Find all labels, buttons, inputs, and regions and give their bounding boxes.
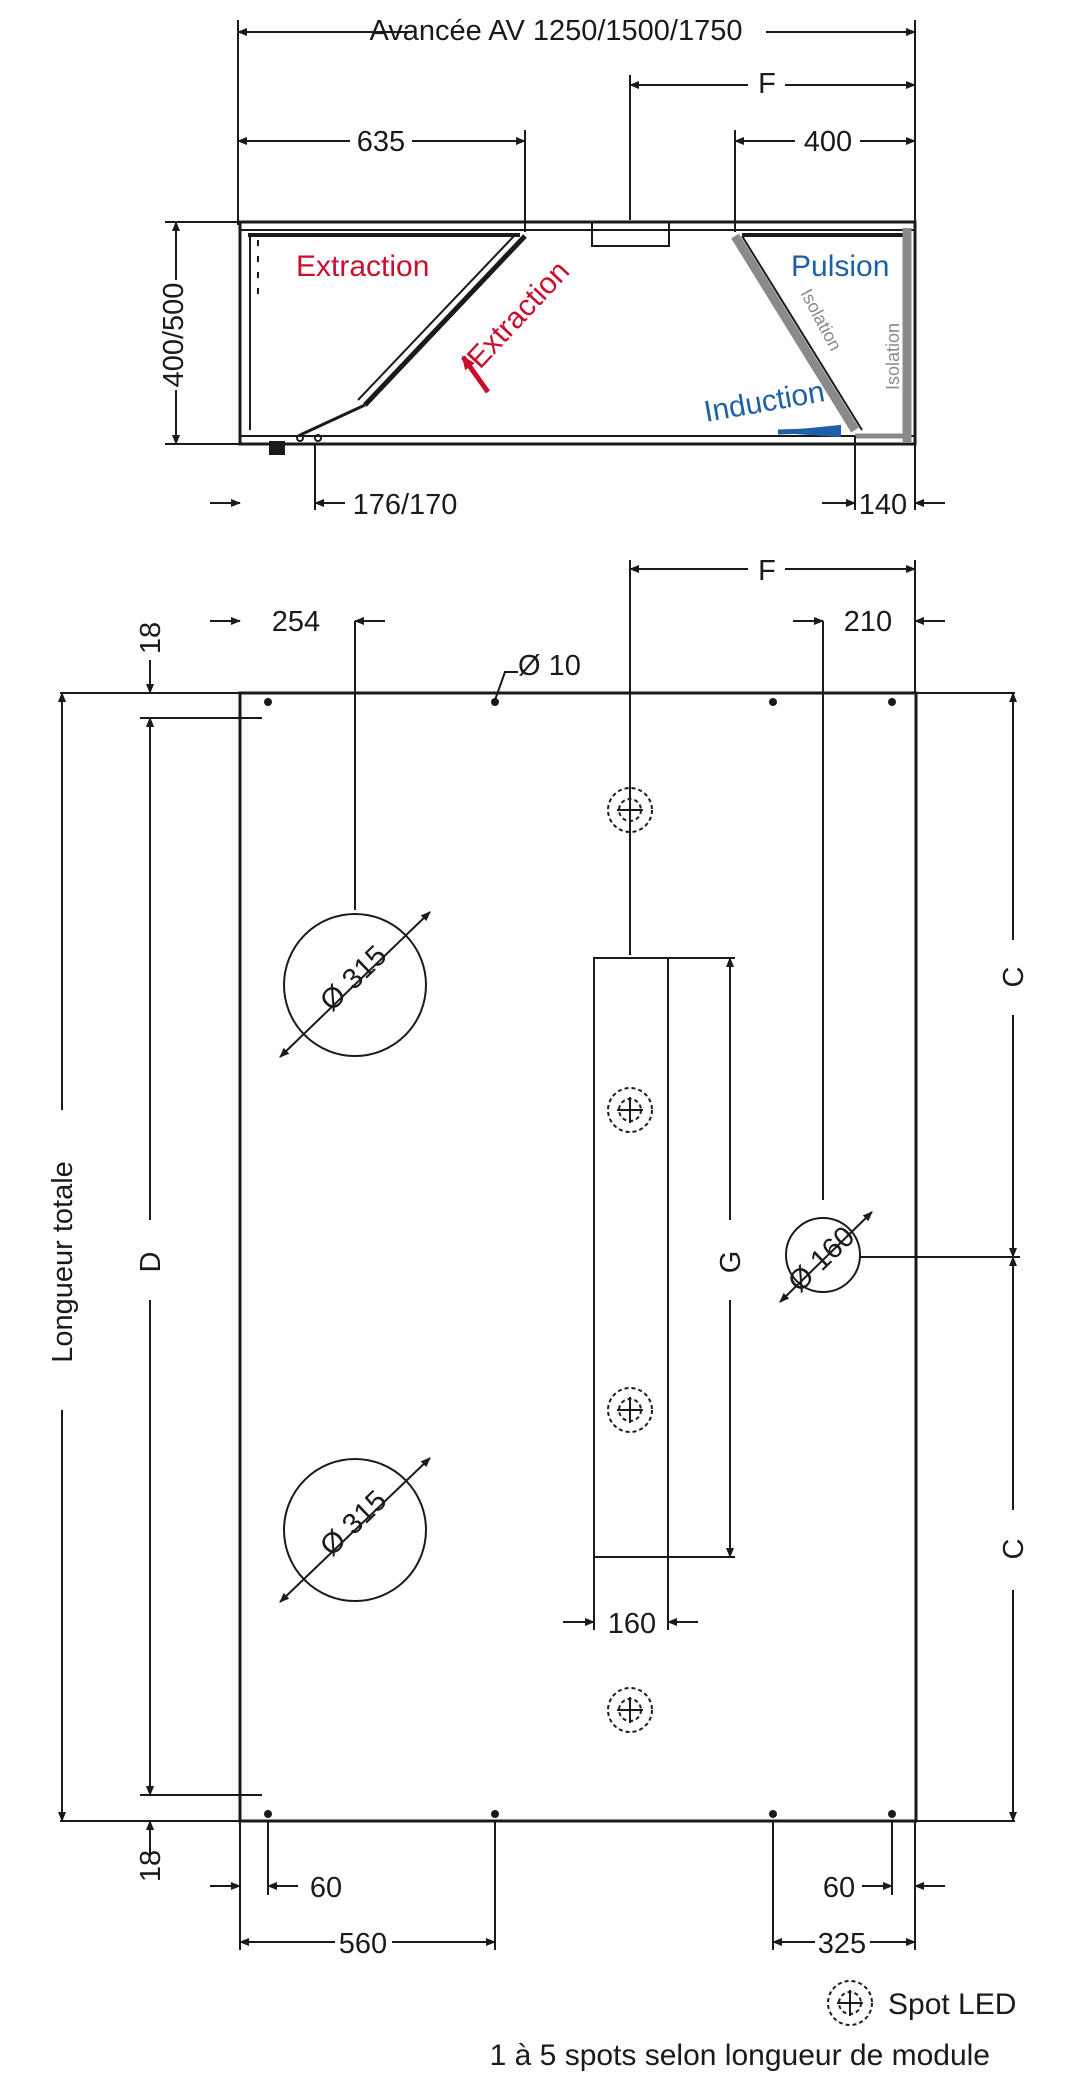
plan-dim-210: 210 <box>844 606 892 638</box>
label-isolation-side: Isolation <box>883 323 903 390</box>
section-dim-f: F <box>758 68 776 100</box>
plan-dim-254: 254 <box>272 606 320 638</box>
label-c-top: C <box>998 967 1030 988</box>
label-c-bottom: C <box>998 1539 1030 1560</box>
plan-dim-160: 160 <box>608 1608 656 1640</box>
duct-diameter-315-bottom: Ø 315 <box>314 1485 393 1563</box>
section-dim-635: 635 <box>357 126 405 158</box>
section-view <box>165 20 945 510</box>
hole-diameter-label: Ø 10 <box>518 650 581 682</box>
plan-dim-60-left: 60 <box>310 1872 342 1904</box>
plan-dim-f: F <box>758 555 776 587</box>
label-longueur-totale: Longueur totale <box>47 1161 79 1363</box>
label-pulsion: Pulsion <box>791 250 889 283</box>
section-dim-140: 140 <box>859 489 907 521</box>
label-d: D <box>135 1252 167 1273</box>
label-g: G <box>715 1251 747 1274</box>
section-dim-176: 176/170 <box>353 489 458 521</box>
section-dim-400: 400 <box>804 126 852 158</box>
plan-dim-325: 325 <box>818 1928 866 1960</box>
section-title: Avancée AV 1250/1500/1750 <box>369 15 742 47</box>
plan-dim-60-right: 60 <box>823 1872 855 1904</box>
label-induction: Induction <box>701 375 827 429</box>
plan-view <box>58 560 1020 2026</box>
plan-dim-560: 560 <box>339 1928 387 1960</box>
label-extraction: Extraction <box>296 250 429 283</box>
legend-note: 1 à 5 spots selon longueur de module <box>490 2039 990 2072</box>
section-dim-height: 400/500 <box>158 283 190 388</box>
duct-diameter-315-top: Ø 315 <box>314 940 393 1018</box>
plan-dim-18-bottom: 18 <box>135 1850 167 1882</box>
legend-spot-label: Spot LED <box>888 1988 1016 2021</box>
plan-dim-18-top: 18 <box>135 622 167 654</box>
